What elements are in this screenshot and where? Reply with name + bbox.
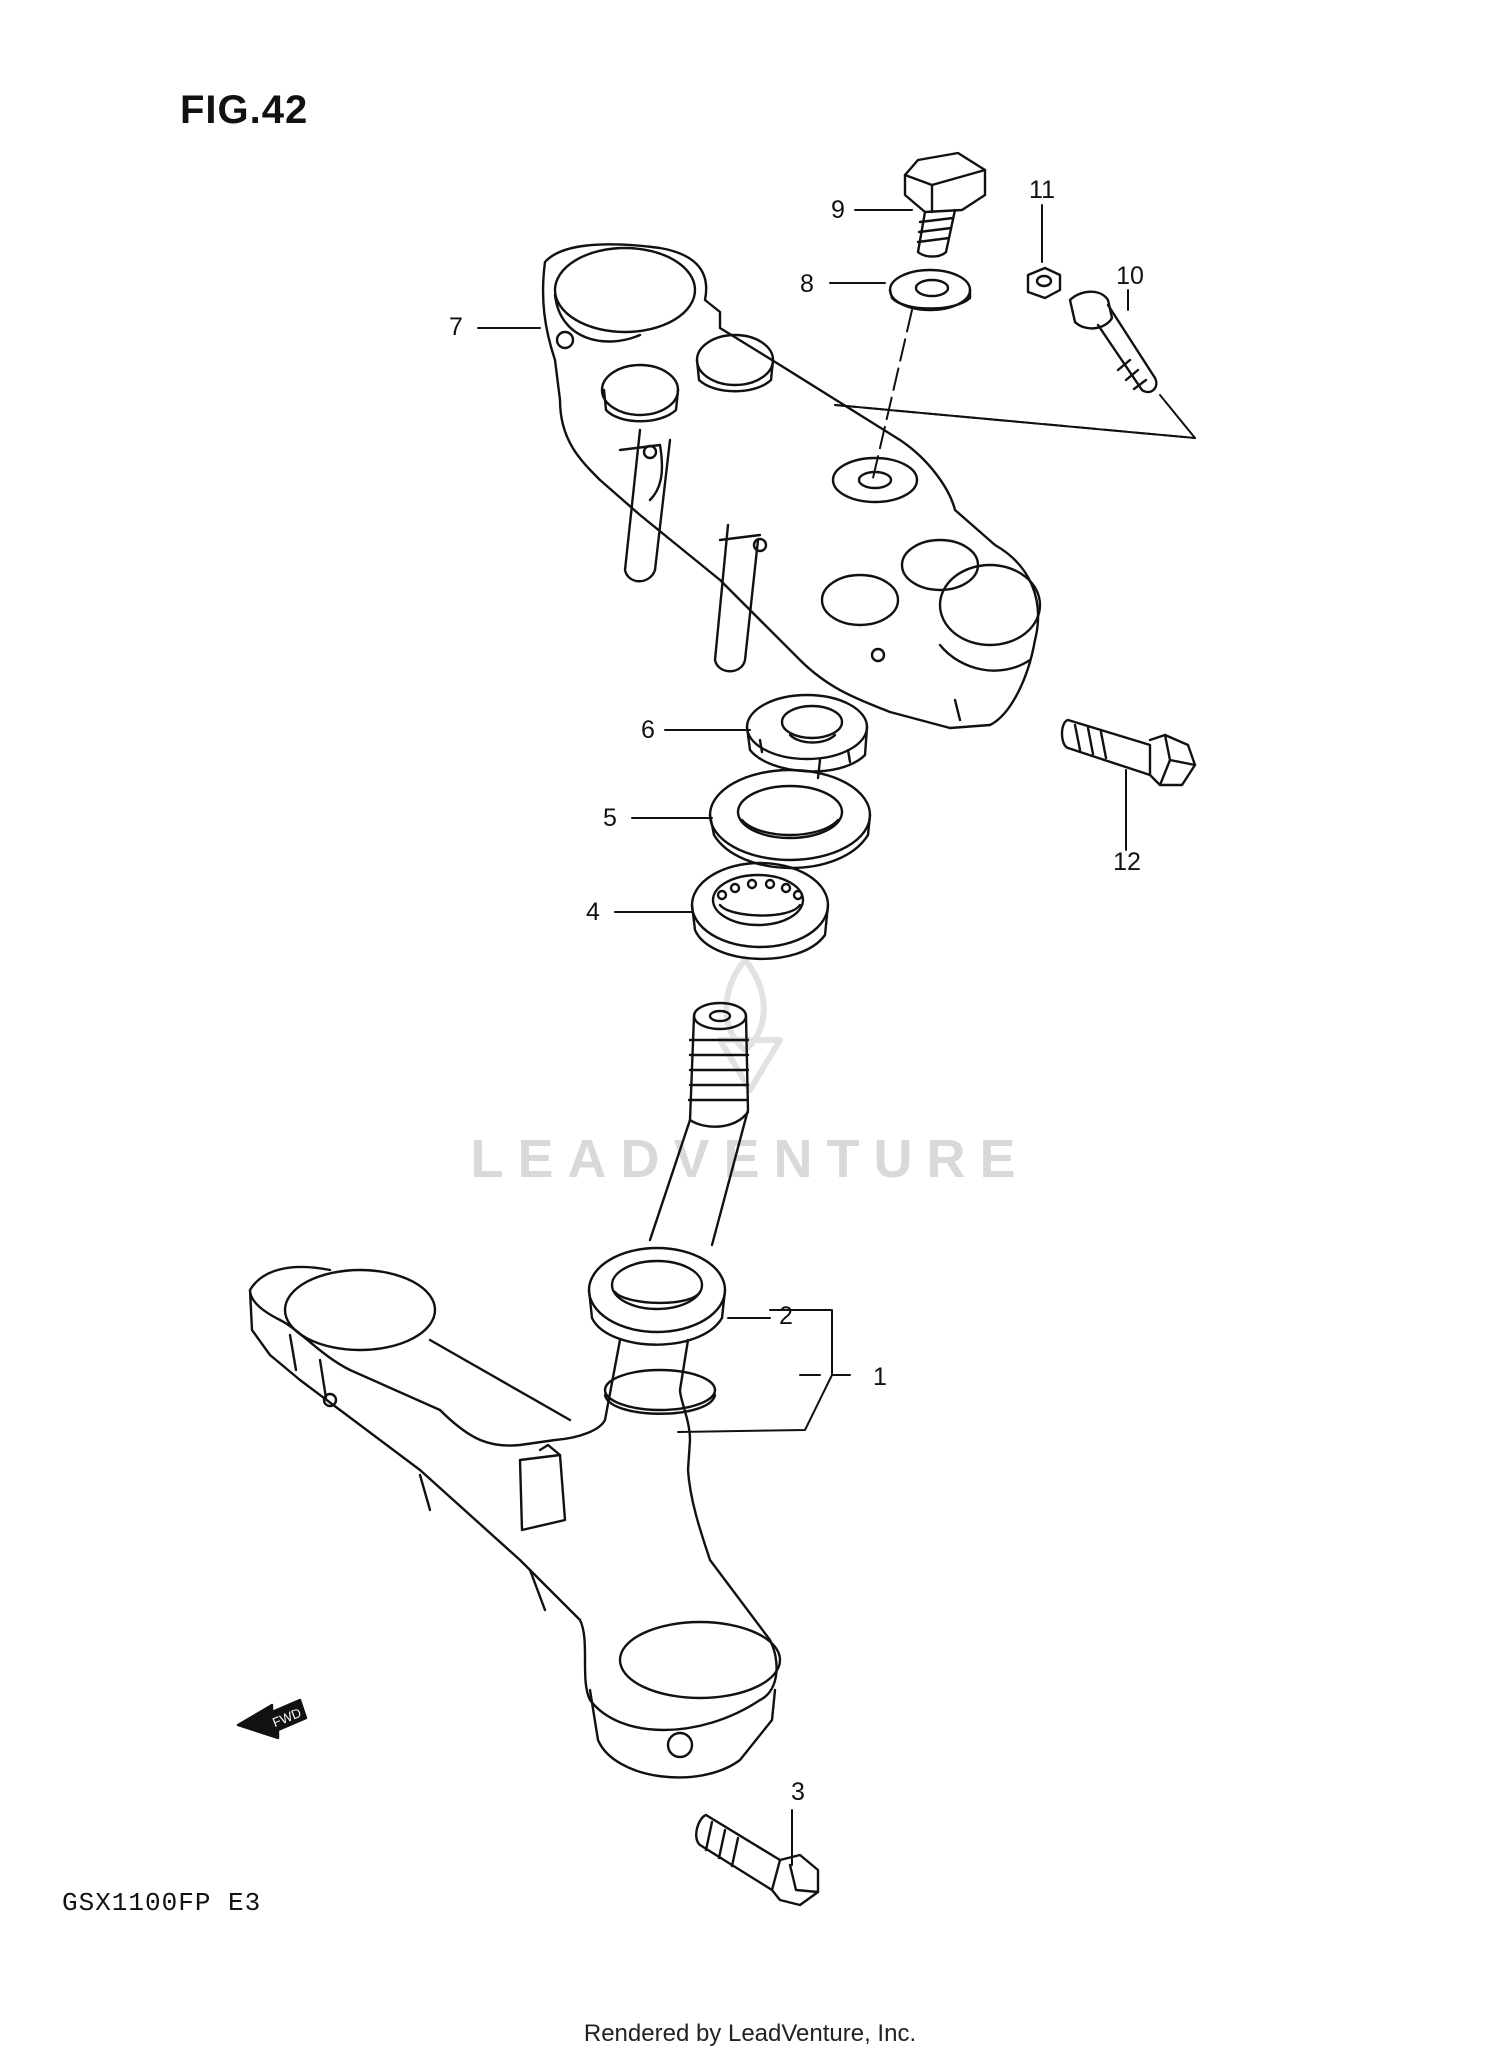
callout-8: 8 bbox=[800, 270, 814, 298]
callout-9: 9 bbox=[831, 196, 845, 224]
callout-3: 3 bbox=[791, 1778, 805, 1806]
steering-nut-6 bbox=[745, 693, 869, 780]
nut-11 bbox=[1026, 266, 1062, 300]
screw-10 bbox=[1068, 290, 1158, 394]
watermark-text: LEADVENTURE bbox=[470, 1129, 1030, 1189]
bolt-9 bbox=[903, 151, 987, 258]
callout-7: 7 bbox=[449, 313, 463, 341]
lower-bracket bbox=[248, 1265, 782, 1779]
upper-bracket bbox=[541, 243, 1042, 730]
fwd-arrow-icon bbox=[236, 1698, 308, 1740]
callout-11: 11 bbox=[1029, 176, 1055, 204]
callout-4: 4 bbox=[586, 898, 600, 926]
callout-10: 10 bbox=[1116, 262, 1144, 290]
callout-5: 5 bbox=[603, 804, 617, 832]
leader-lines bbox=[477, 204, 1129, 1866]
callout-12: 12 bbox=[1113, 848, 1141, 876]
bearing-4 bbox=[690, 861, 830, 960]
guide-apex bbox=[834, 394, 1196, 439]
watermark-logo bbox=[717, 957, 783, 1093]
dust-seal-5 bbox=[708, 768, 872, 870]
callout-6: 6 bbox=[641, 716, 655, 744]
callout-2: 2 bbox=[779, 1302, 793, 1330]
bolt-12 bbox=[1060, 718, 1197, 787]
steering-stem bbox=[648, 1001, 750, 1247]
bolt-3 bbox=[695, 1813, 820, 1907]
washer-8 bbox=[888, 268, 972, 312]
callout-1: 1 bbox=[873, 1363, 887, 1391]
figure-title: FIG.42 bbox=[180, 88, 309, 132]
assembly-guides bbox=[834, 309, 1196, 479]
render-credit: Rendered by LeadVenture, Inc. bbox=[583, 2020, 917, 2047]
model-code: GSX1100FP E3 bbox=[62, 1888, 262, 1918]
bearing-2 bbox=[587, 1246, 727, 1346]
